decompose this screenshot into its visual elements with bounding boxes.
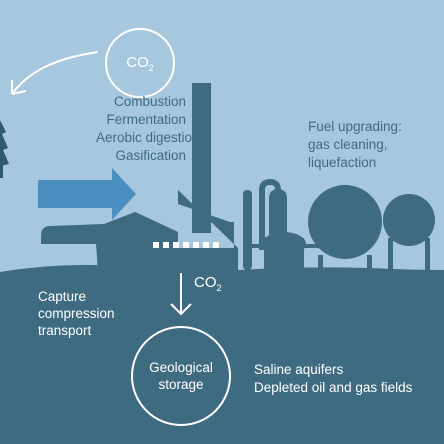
capture-line-3: transport [38, 323, 92, 338]
factory-windows [153, 242, 219, 248]
conversion-processes: Combustion Fermentation Aerobic digestio… [96, 93, 200, 165]
capture-line-1: Capture [38, 289, 87, 304]
storage-line-2: storage [158, 377, 204, 392]
upgrading-line-3: liquefaction [308, 155, 377, 170]
co2-uptake-arrow [11, 51, 99, 95]
tank-large [308, 185, 382, 259]
process-fermentation: Fermentation [106, 112, 186, 127]
co2-subscript: 2 [216, 283, 222, 293]
tree-icon [0, 120, 9, 178]
co2-text: CO [194, 274, 217, 291]
storage-line-1: Geological [149, 360, 213, 375]
storage-type-saline: Saline aquifers [254, 362, 344, 377]
captured-co2-label: CO2 [194, 274, 222, 293]
tank-small [383, 194, 435, 246]
chimney [192, 83, 211, 233]
co2-text: CO [126, 53, 149, 71]
fuel-upgrading-label: Fuel upgrading: gas cleaning, liquefacti… [308, 118, 402, 172]
biomass-input-arrow [38, 168, 136, 220]
capture-steps-label: Capture compression transport [38, 288, 115, 339]
storage-types-label: Saline aquifers Depleted oil and gas fie… [254, 361, 412, 397]
capture-arrowhead [170, 303, 192, 316]
co2-atmosphere-circle: CO2 [105, 28, 175, 98]
co2-uptake-arrowhead [11, 80, 27, 95]
co2-subscript: 2 [148, 62, 154, 73]
upgrading-line-2: gas cleaning, [308, 137, 388, 152]
factory-annex [100, 212, 178, 248]
process-gasification: Gasification [115, 148, 186, 163]
geological-storage-circle: Geological storage [131, 326, 231, 426]
upgrading-line-1: Fuel upgrading: [308, 119, 402, 134]
capture-line-2: compression [38, 306, 115, 321]
process-aerobic-digestion: Aerobic digestion [96, 130, 200, 145]
storage-tanks [308, 185, 435, 273]
process-combustion: Combustion [113, 94, 186, 109]
storage-type-depleted-fields: Depleted oil and gas fields [254, 380, 413, 395]
